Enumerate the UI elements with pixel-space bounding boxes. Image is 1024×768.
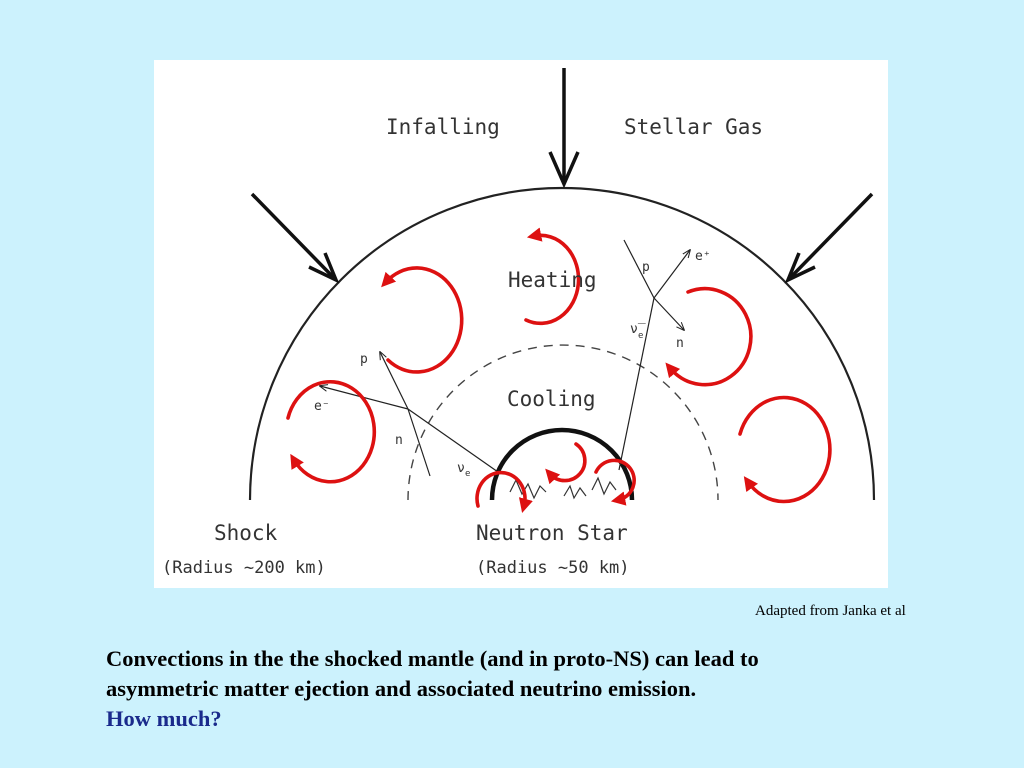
convection-loop	[594, 458, 636, 506]
shock-arc	[248, 186, 876, 501]
diagram-panel: Infalling Stellar Gas Heating Cooling Sh…	[154, 60, 888, 588]
neutron-star-arc	[489, 427, 635, 501]
convection-loop	[738, 395, 832, 504]
convection-loops	[286, 227, 832, 513]
slide-caption: Convections in the the shocked mantle (a…	[106, 644, 986, 734]
label-p-right: p	[642, 260, 650, 275]
label-heating: Heating	[508, 268, 597, 292]
caption-question: How much?	[106, 706, 222, 731]
caption-line-2: asymmetric matter ejection and associate…	[106, 676, 697, 701]
label-neutron-star: Neutron Star	[476, 521, 628, 545]
convection-loop	[524, 227, 581, 326]
label-infalling: Infalling	[386, 115, 500, 139]
label-ns-radius: (Radius ~50 km)	[476, 558, 630, 578]
convection-loop	[475, 470, 533, 513]
label-shock: Shock	[214, 521, 278, 545]
label-stellar-gas: Stellar Gas	[624, 115, 763, 139]
label-e-minus: e⁻	[314, 399, 330, 414]
right-interaction-lines	[618, 239, 690, 471]
convection-loop	[665, 286, 753, 387]
infall-arrows	[250, 68, 874, 284]
convection-loop	[286, 379, 377, 484]
label-shock-radius: (Radius ~200 km)	[162, 558, 326, 578]
caption-line-1: Convections in the the shocked mantle (a…	[106, 646, 759, 671]
convection-loop	[545, 442, 587, 485]
label-nu-left-sub: e	[465, 469, 470, 479]
convection-diagram: Infalling Stellar Gas Heating Cooling Sh…	[162, 68, 876, 578]
label-nu-bar-right-sub: e	[638, 331, 643, 341]
gain-radius-dashed-arc	[407, 344, 719, 501]
label-cooling: Cooling	[507, 387, 596, 411]
source-credit: Adapted from Janka et al	[755, 603, 906, 619]
label-e-plus: e⁺	[695, 249, 711, 264]
label-n-right: n	[676, 336, 684, 351]
label-p-left: p	[360, 352, 368, 367]
label-n-left: n	[395, 433, 403, 448]
label-nu-left: ν	[457, 461, 465, 476]
convection-loop	[381, 266, 464, 374]
